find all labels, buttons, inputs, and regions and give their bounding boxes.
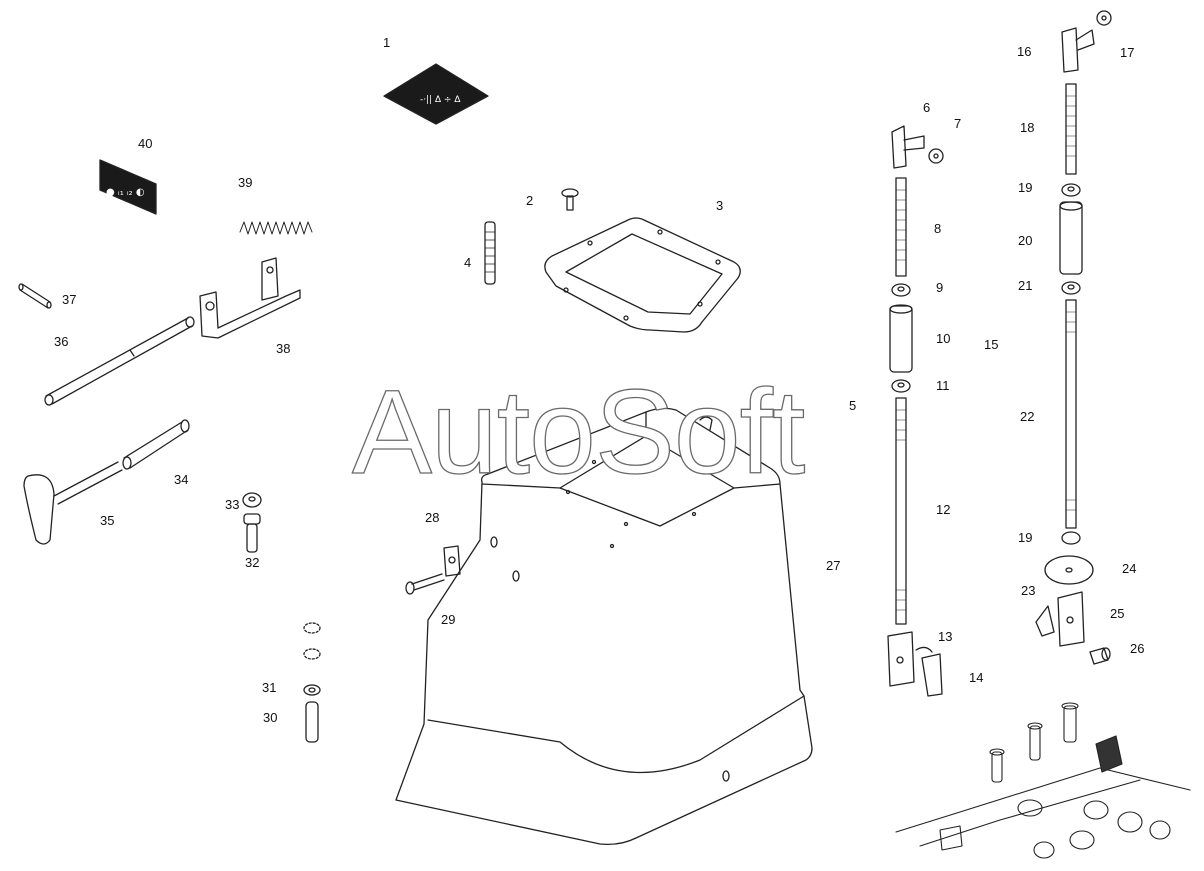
ball-joint-6	[891, 125, 944, 169]
pin-37	[18, 283, 52, 309]
callout-16: 16	[1017, 44, 1032, 59]
callout-39: 39	[238, 175, 253, 190]
callout-38: 38	[276, 341, 291, 356]
callout-13: 13	[938, 629, 953, 644]
callout-33: 33	[225, 497, 240, 512]
callout-24: 24	[1122, 561, 1137, 576]
nut-9	[891, 283, 911, 297]
callout-23: 23	[1021, 583, 1036, 598]
callout-2: 2	[526, 193, 534, 208]
callout-37: 37	[62, 292, 77, 307]
callout-27: 27	[826, 558, 841, 573]
callout-32: 32	[245, 555, 260, 570]
callout-28: 28	[425, 510, 440, 525]
callout-25: 25	[1110, 606, 1125, 621]
watermark: AutoSoft	[351, 365, 806, 499]
callout-9: 9	[936, 280, 944, 295]
callout-11: 11	[936, 378, 950, 393]
rod-12	[895, 397, 907, 625]
screw-2	[561, 188, 579, 211]
disk-24	[1044, 555, 1094, 585]
callout-4: 4	[464, 255, 472, 270]
valve-assembly-partial	[895, 702, 1191, 859]
nut-19	[1061, 183, 1081, 197]
knob-lever-35	[23, 461, 123, 545]
callout-5: 5	[849, 398, 857, 413]
ball-joint-16	[1061, 10, 1112, 73]
pin-26	[1089, 647, 1111, 665]
callout-30: 30	[263, 710, 278, 725]
bolt-30	[305, 701, 319, 743]
callout-17: 17	[1120, 45, 1135, 60]
washers-31	[303, 622, 321, 696]
callout-14: 14	[969, 670, 984, 685]
callout-20: 20	[1018, 233, 1033, 248]
bolt-32	[243, 513, 261, 553]
callout-18: 18	[1020, 120, 1035, 135]
gasket-frame-3	[544, 217, 741, 333]
clip-nut-28	[443, 545, 461, 577]
stud-4	[484, 221, 496, 285]
callout-40: 40	[138, 136, 153, 151]
callout-7: 7	[954, 116, 962, 131]
callout-19-lower: 19	[1018, 530, 1033, 545]
nut-33	[242, 492, 262, 508]
callout-22: 22	[1020, 409, 1035, 424]
coupling-10	[889, 304, 913, 373]
label-plate-40: ● ᵢ₁ ᵢ₂ ◐	[99, 159, 157, 215]
callout-8: 8	[934, 221, 942, 236]
callout-31: 31	[262, 680, 277, 695]
nut-11	[891, 379, 911, 393]
threaded-rod-8	[895, 177, 907, 277]
clevis-13	[887, 631, 943, 697]
callout-15: 15	[984, 337, 999, 352]
svg-text:-·|| ∆ ÷ ∆: -·|| ∆ ÷ ∆	[420, 95, 461, 105]
rod-22	[1065, 299, 1077, 529]
rod-18	[1065, 83, 1077, 175]
cover-housing-27	[395, 407, 813, 846]
spring-39	[239, 221, 313, 235]
callout-10: 10	[936, 331, 951, 346]
callout-36: 36	[54, 334, 69, 349]
decal-plate-1: -·|| ∆ ÷ ∆	[383, 63, 489, 125]
clevis-25	[1035, 591, 1085, 647]
callout-29: 29	[441, 612, 456, 627]
callout-12: 12	[936, 502, 951, 517]
screw-29	[405, 573, 445, 595]
sleeve-34	[122, 419, 190, 470]
bracket-38	[199, 257, 301, 339]
coupling-20	[1059, 201, 1083, 275]
rod-36	[44, 316, 195, 406]
callout-3: 3	[716, 198, 724, 213]
callout-26: 26	[1130, 641, 1145, 656]
nut-21	[1061, 281, 1081, 295]
callout-1: 1	[383, 35, 391, 50]
callout-34: 34	[174, 472, 189, 487]
svg-text:● ᵢ₁ ᵢ₂ ◐: ● ᵢ₁ ᵢ₂ ◐	[106, 187, 145, 198]
callout-19-upper: 19	[1018, 180, 1033, 195]
callout-35: 35	[100, 513, 115, 528]
callout-21: 21	[1018, 278, 1033, 293]
nut-19b	[1061, 531, 1081, 545]
callout-6: 6	[923, 100, 931, 115]
